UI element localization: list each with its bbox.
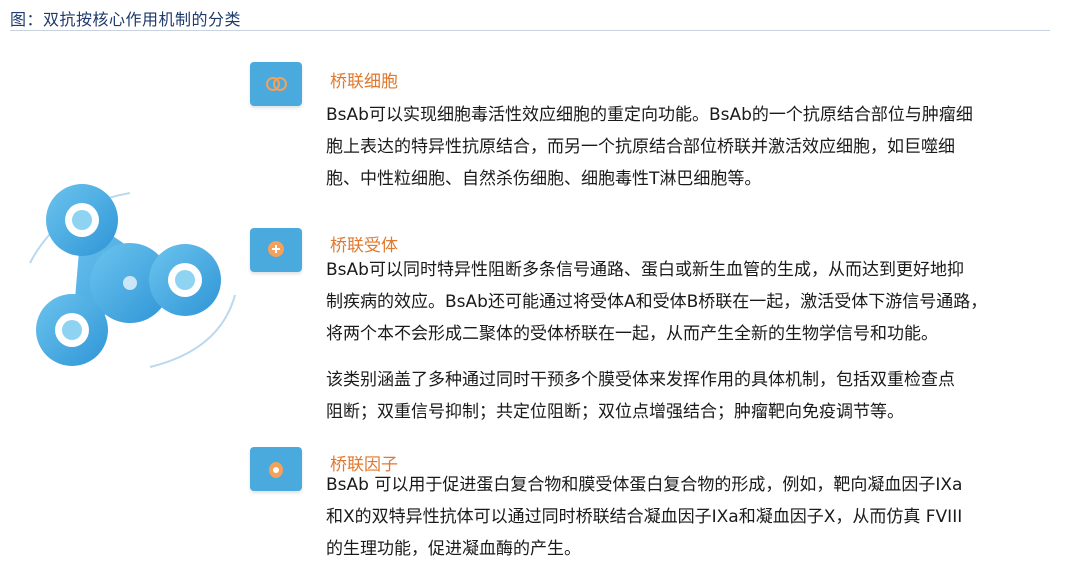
section-paragraph: BsAb可以实现细胞毒活性效应细胞的重定向功能。BsAb的一个抗原结合部位与肿瘤… [326,99,1056,195]
paragraph-line: BsAb可以实现细胞毒活性效应细胞的重定向功能。BsAb的一个抗原结合部位与肿瘤… [326,105,973,125]
figure-title: 图：双抗按核心作用机制的分类 [10,10,242,29]
paragraph-line: 和X的双特异性抗体可以通过同时桥联结合凝血因子IXa和凝血因子X，从而仿真 FV… [326,507,963,527]
section-heading-receptors: 桥联受体 [330,236,398,256]
paragraph-line: 的生理功能，促进凝血酶的产生。 [326,539,581,559]
section-heading-cells: 桥联细胞 [330,72,398,92]
section-paragraph: BsAb可以同时特异性阻断多条信号通路、蛋白或新生血管的生成，从而达到更好地抑 … [326,254,1056,350]
paragraph-line: 阻断；双重信号抑制；共定位阻断；双位点增强结合；肿瘤靶向免疫调节等。 [326,402,904,422]
section-heading-factors: 桥联因子 [330,455,398,475]
receptor-icon [250,228,302,272]
paragraph-line: 胞上表达的特异性抗原结合，而另一个抗原结合部位桥联并激活效应细胞，如巨噬细 [326,137,955,157]
title-divider [10,30,1050,31]
section-paragraph: 该类别涵盖了多种通过同时干预多个膜受体来发挥作用的具体机制，包括双重检查点 阻断… [326,364,1056,428]
section-paragraph: BsAb 可以用于促进蛋白复合物和膜受体蛋白复合物的形成，例如，靶向凝血因子IX… [326,469,1056,565]
paragraph-line: 该类别涵盖了多种通过同时干预多个膜受体来发挥作用的具体机制，包括双重检查点 [326,370,955,390]
paragraph-line: 将两个本不会形成二聚体的受体桥联在一起，从而产生全新的生物学信号和功能。 [326,324,938,344]
paragraph-line: 制疾病的效应。BsAb还可能通过将受体A和受体B桥联在一起，激活受体下游信号通路… [326,292,988,312]
cell-link-icon [250,62,302,106]
paragraph-line: BsAb可以同时特异性阻断多条信号通路、蛋白或新生血管的生成，从而达到更好地抑 [326,260,964,280]
fidget-spinner-icon [20,175,250,375]
paragraph-line: 胞、中性粒细胞、自然杀伤细胞、细胞毒性T淋巴细胞等。 [326,169,762,189]
paragraph-line: BsAb 可以用于促进蛋白复合物和膜受体蛋白复合物的形成，例如，靶向凝血因子IX… [326,475,963,495]
factor-icon [250,447,302,491]
